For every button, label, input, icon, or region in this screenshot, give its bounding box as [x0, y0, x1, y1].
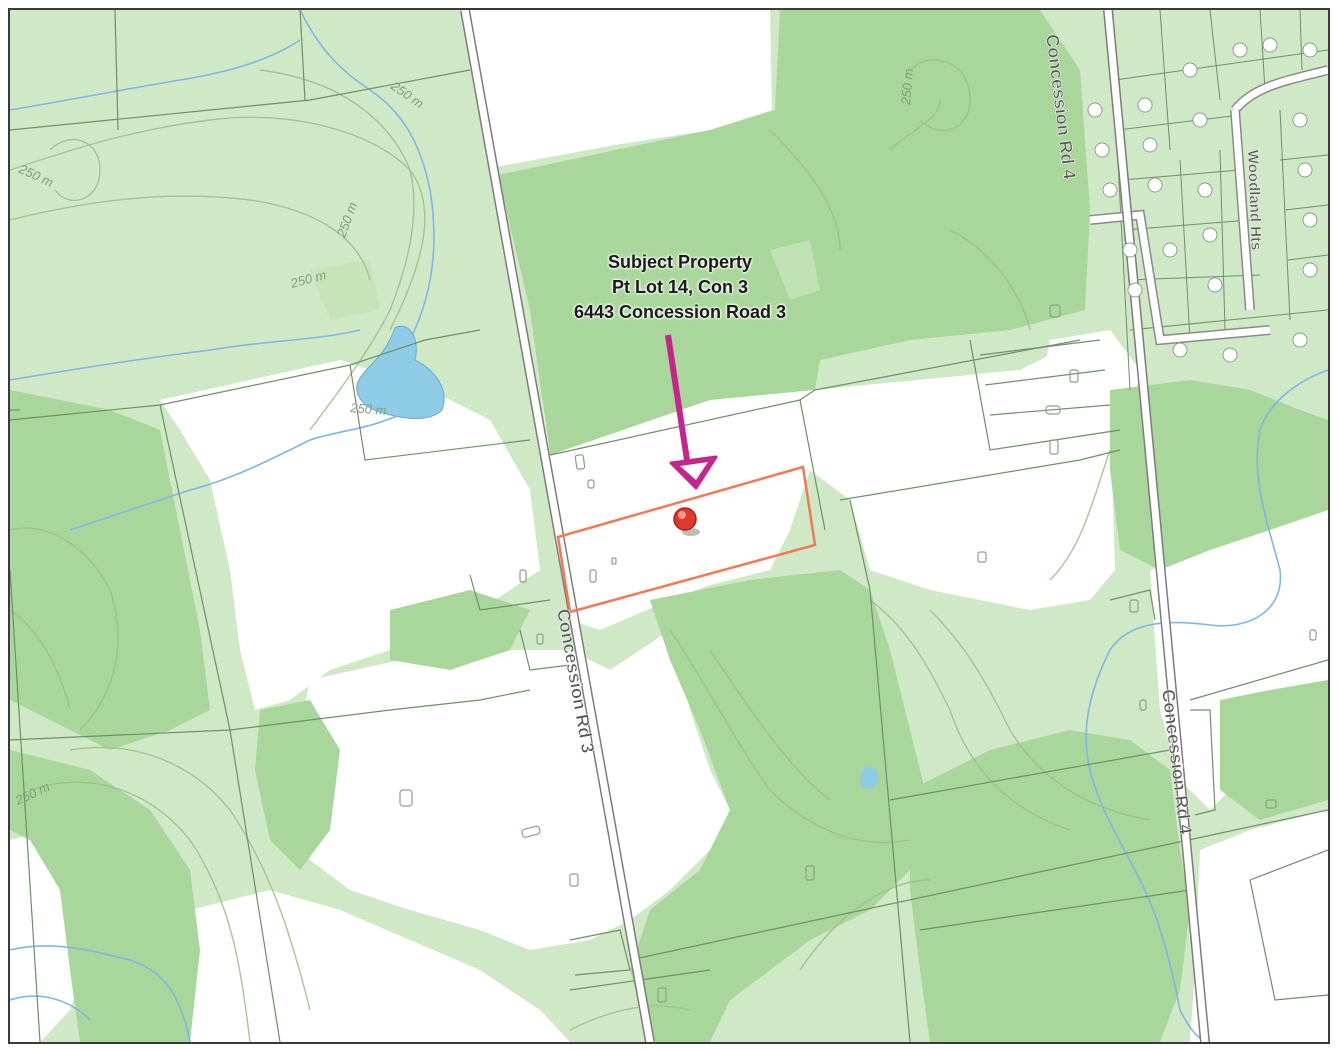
road-label-woodland-heights: Woodland Hts [1244, 150, 1264, 251]
subdivision-roads [1089, 65, 1328, 346]
subject-property-label: Subject Property Pt Lot 14, Con 3 6443 C… [530, 250, 830, 325]
topographic-map[interactable]: Concession Rd 3 Concession Rd 4 Concessi… [10, 10, 1328, 1042]
main-roads [460, 10, 1210, 1042]
map-frame: Concession Rd 3 Concession Rd 4 Concessi… [8, 8, 1330, 1044]
building-footprints [399, 304, 1317, 1003]
subdivision-houses [1087, 37, 1318, 363]
subject-property-title: Subject Property [607, 252, 753, 272]
down-arrow-icon [665, 334, 718, 490]
contour-lines [10, 59, 1151, 1042]
small-pond [860, 766, 879, 789]
location-pin-icon[interactable] [673, 507, 700, 536]
subject-parcel-outline[interactable] [556, 465, 817, 614]
contour-label: 250 m [349, 400, 387, 418]
forest-areas [10, 10, 1328, 1042]
subject-property-lot: Pt Lot 14, Con 3 [611, 277, 748, 297]
pond [356, 325, 445, 419]
subject-property-address: 6443 Concession Road 3 [573, 302, 787, 322]
streams [10, 10, 1328, 1042]
forest-clearings [310, 240, 820, 320]
lot-lines [10, 10, 1328, 1042]
contour-label: 250 m [898, 68, 916, 106]
subdivision-lots [1109, 10, 1328, 391]
